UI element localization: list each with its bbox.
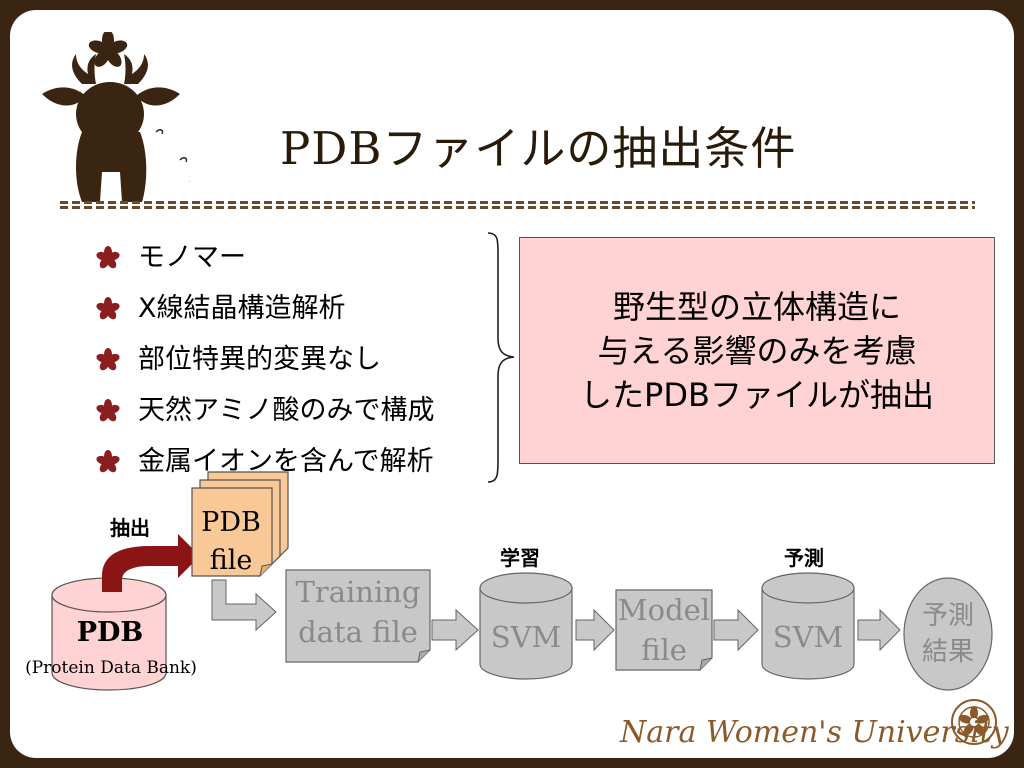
training-file-line: data file — [298, 615, 418, 649]
summary-line: 与える影響のみを考慮 — [597, 331, 917, 370]
pdb-database-cylinder — [51, 577, 167, 691]
pdb-subtitle: (Protein Data Bank) — [25, 658, 197, 678]
footer-university-name: Nara Women's University — [620, 715, 1009, 750]
svm-train-cylinder — [479, 572, 573, 680]
pdb-file-stack — [191, 471, 289, 577]
pdb-file-label: PDB file — [190, 504, 272, 580]
flow-diagram — [51, 471, 997, 745]
svm-predict-label: SVM — [772, 620, 844, 654]
model-file-line: Model — [617, 593, 711, 627]
list-item-label: X線結晶構造解析 — [138, 293, 346, 324]
flower-bullet-icon — [96, 348, 120, 371]
summary-line: 野生型の立体構造に — [612, 287, 901, 326]
list-item-label: 天然アミノ酸のみで構成 — [138, 395, 435, 426]
list-item: 部位特異的変異なし — [90, 334, 434, 385]
model-file-line: file — [641, 633, 687, 667]
result-label: 予測 結果 — [904, 598, 992, 670]
result-line: 予測 — [921, 601, 974, 631]
learn-label: 学習 — [500, 546, 540, 570]
summary-line: したPDBファイルが抽出 — [580, 375, 934, 414]
list-item: X線結晶構造解析 — [90, 283, 434, 334]
flow-arrow — [431, 608, 479, 652]
list-item: 天然アミノ酸のみで構成 — [90, 385, 434, 436]
right-brace-icon — [487, 232, 515, 483]
flower-bullet-icon — [96, 246, 120, 269]
page-title: PDBファイルの抽出条件 — [280, 122, 797, 175]
flow-arrow — [575, 608, 615, 652]
pdb-file-line: PDB — [201, 507, 261, 538]
list-item-label: 部位特異的変異なし — [138, 344, 381, 375]
training-file-line: Training — [295, 575, 421, 609]
extract-label: 抽出 — [110, 516, 150, 540]
list-item: モノマー — [90, 232, 434, 283]
pdb-file-line: file — [209, 545, 253, 576]
pdb-title: PDB — [76, 617, 144, 648]
training-file-label: Training data file — [286, 572, 430, 652]
prediction-result-ellipse — [903, 577, 993, 691]
university-emblem-icon — [951, 699, 997, 745]
flower-bullet-icon — [96, 450, 120, 473]
summary-box: 野生型の立体構造に 与える影響のみを考慮 したPDBファイルが抽出 — [519, 237, 995, 464]
slide: PDBファイルの抽出条件 モノマー X線結晶構造解析 部位特異的変異なし 天然ア… — [10, 10, 1014, 758]
to-training-arrow — [211, 579, 277, 632]
predict-label: 予測 — [784, 546, 824, 570]
flow-arrow — [713, 608, 759, 652]
title-divider — [60, 201, 975, 209]
svm-train-label: SVM — [490, 620, 562, 654]
model-file-label: Model file — [614, 590, 714, 670]
deer-logo-icon — [42, 32, 190, 202]
result-line: 結果 — [921, 637, 974, 667]
flower-bullet-icon — [96, 399, 120, 422]
svm-predict-cylinder — [761, 572, 855, 680]
extract-arrow — [102, 534, 200, 592]
flower-bullet-icon — [96, 297, 120, 320]
flow-arrow — [857, 608, 901, 652]
list-item-label: モノマー — [138, 242, 246, 273]
